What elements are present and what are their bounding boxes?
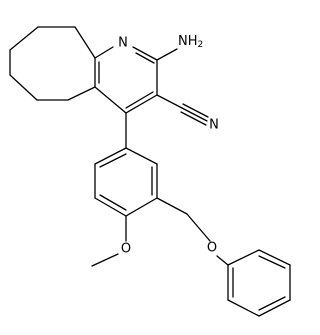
bond <box>9 74 38 101</box>
bond <box>258 296 286 311</box>
phenyl-ring <box>227 249 291 317</box>
bond <box>99 153 127 168</box>
bond <box>186 213 211 242</box>
molecule-structure-diagram: NH2 N N O O <box>9 26 291 317</box>
bond <box>94 147 127 165</box>
bond <box>227 249 260 266</box>
cyclooctane-ring <box>9 26 96 101</box>
bond <box>156 94 183 109</box>
bond <box>132 46 158 61</box>
bond <box>125 147 158 165</box>
bond <box>99 194 127 211</box>
anisole-ring <box>94 147 158 217</box>
atom-label-nitrile-n: N <box>209 118 219 133</box>
bond <box>258 299 291 317</box>
bond <box>135 52 155 64</box>
bond <box>91 253 119 267</box>
bond <box>258 249 291 266</box>
bond <box>181 107 208 122</box>
bond <box>180 111 207 126</box>
atom-label-methoxy-o: O <box>121 242 131 257</box>
nitrile-group <box>156 94 209 126</box>
pyridine-ring <box>94 46 158 114</box>
bond <box>94 46 114 59</box>
bond <box>156 197 188 215</box>
bond <box>227 299 260 317</box>
atom-label-ether-o: O <box>207 241 217 256</box>
phenoxymethyl-group <box>156 197 229 266</box>
bond <box>216 255 229 266</box>
bond <box>125 197 158 217</box>
bond <box>125 91 154 109</box>
bond <box>94 197 127 217</box>
atom-label-pyridine-n: N <box>118 36 128 51</box>
bond <box>125 94 158 114</box>
bond <box>67 86 96 101</box>
atom-label-amino: NH2 <box>178 34 203 51</box>
amino-bond <box>156 48 178 61</box>
bond <box>74 26 96 59</box>
methoxy-group <box>91 215 127 267</box>
bond <box>94 86 127 114</box>
bond <box>258 255 286 269</box>
bond <box>9 26 39 51</box>
bond <box>182 103 209 118</box>
